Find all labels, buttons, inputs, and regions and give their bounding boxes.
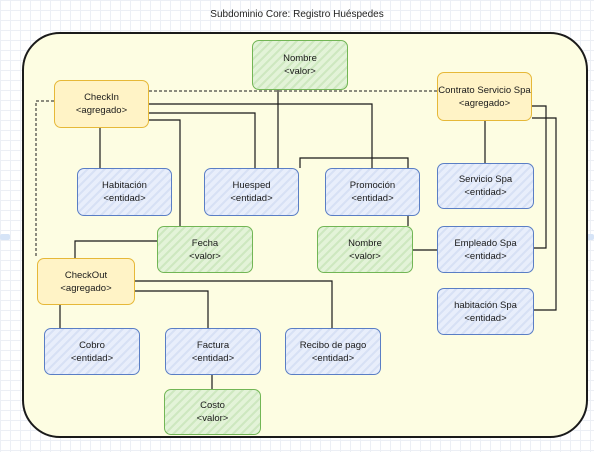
node-name: Huesped [232, 180, 271, 191]
connector-checkin-huesped [149, 112, 256, 168]
aggregate-node-checkout[interactable]: CheckOut <agregado> [37, 258, 135, 305]
connector-checkin-fecha [149, 119, 181, 226]
value-node-costo[interactable]: Costo <valor> [164, 389, 261, 435]
node-kind: <valor> [196, 413, 229, 424]
connector-checkout-recibo [135, 280, 333, 328]
node-name: Servicio Spa [458, 174, 513, 185]
node-kind: <entidad> [464, 312, 507, 324]
connector-contrato-habspa [532, 117, 557, 311]
node-kind: <agregado> [75, 105, 128, 116]
node-name: Nombre [348, 237, 382, 249]
entity-node-huesped[interactable]: Huesped <entidad> [204, 168, 299, 216]
entity-node-empleado-spa[interactable]: Empleado Spa <entidad> [437, 226, 534, 273]
diagram-title: Subdominio Core: Registro Huéspedes [210, 9, 384, 20]
node-kind: <valor> [189, 250, 221, 262]
node-kind: <entidad> [311, 352, 355, 364]
node-kind: <valor> [349, 250, 381, 262]
entity-node-promocion[interactable]: Promoción <entidad> [325, 168, 420, 216]
node-kind: <entidad> [103, 193, 146, 204]
node-name: habitación Spa [454, 299, 517, 311]
right-edge-handle [584, 234, 594, 240]
node-name: Cobro [79, 339, 105, 351]
connector-checkin-checkout-dashed [35, 100, 54, 258]
left-edge-handle [0, 234, 10, 240]
entity-node-servicio-spa[interactable]: Servicio Spa <entidad> [437, 163, 534, 209]
node-name: Recibo de pago [299, 339, 367, 351]
node-name: Nombre [283, 53, 317, 64]
node-name: Promoción [349, 180, 396, 191]
aggregate-node-checkin[interactable]: CheckIn <agregado> [54, 80, 149, 128]
node-kind: <valor> [284, 66, 316, 77]
node-kind: <entidad> [464, 250, 507, 262]
connector-contrato-empleado [532, 105, 547, 249]
node-name: Fecha [191, 237, 219, 249]
value-node-nombre-mid[interactable]: Nombre <valor> [317, 226, 413, 273]
entity-node-habitacion-spa[interactable]: habitación Spa <entidad> [437, 288, 534, 335]
node-kind: <entidad> [464, 187, 507, 198]
value-node-nombre-top[interactable]: Nombre <valor> [252, 40, 348, 90]
node-kind: <entidad> [70, 352, 114, 364]
node-name: Contrato Servicio Spa [438, 84, 531, 96]
node-name: CheckIn [84, 92, 119, 103]
entity-node-factura[interactable]: Factura <entidad> [165, 328, 261, 375]
entity-node-recibo-de-pago[interactable]: Recibo de pago <entidad> [285, 328, 381, 375]
node-kind: <agregado> [60, 282, 112, 294]
node-kind: <agregado> [458, 97, 511, 109]
node-name: CheckOut [64, 269, 108, 281]
value-node-fecha[interactable]: Fecha <valor> [157, 226, 253, 273]
node-name: Habitación [102, 180, 147, 191]
connector-checkout-factura [135, 290, 209, 328]
aggregate-node-contrato-spa[interactable]: Contrato Servicio Spa <agregado> [437, 72, 532, 121]
node-kind: <entidad> [351, 193, 394, 204]
entity-node-cobro[interactable]: Cobro <entidad> [44, 328, 140, 375]
node-kind: <entidad> [191, 352, 235, 364]
entity-node-habitacion[interactable]: Habitación <entidad> [77, 168, 172, 216]
node-name: Costo [200, 400, 225, 411]
node-name: Empleado Spa [454, 237, 517, 249]
node-kind: <entidad> [230, 193, 273, 204]
connector-checkout-fecha [74, 240, 157, 258]
connector-checkin-promocion [149, 103, 373, 168]
node-name: Factura [196, 339, 230, 351]
